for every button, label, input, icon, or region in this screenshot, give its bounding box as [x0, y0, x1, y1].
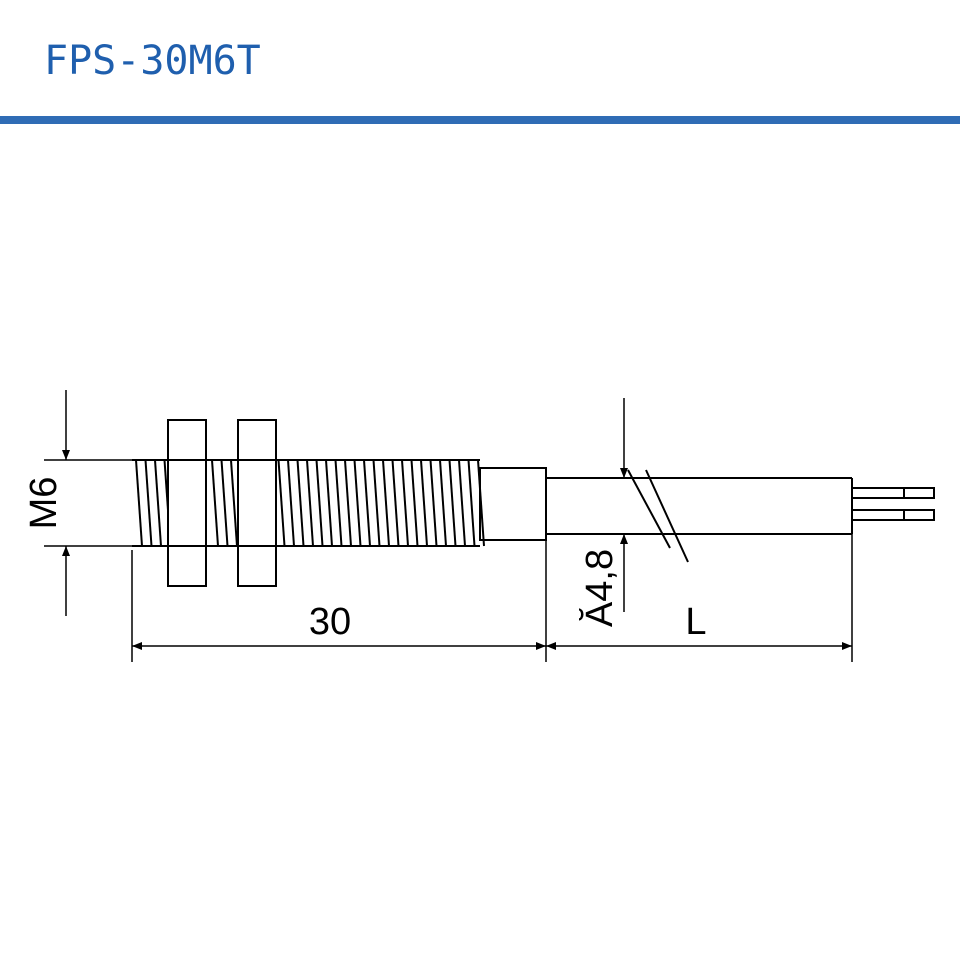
thread-line	[211, 459, 219, 547]
thread-line	[315, 459, 324, 547]
thread-line	[410, 459, 419, 547]
thread-line	[467, 459, 476, 547]
thread-line	[230, 459, 238, 547]
wire-top	[851, 487, 935, 499]
thread-line	[420, 459, 428, 547]
thread-line	[144, 459, 153, 547]
rear-sleeve	[479, 467, 547, 541]
thread-line	[287, 459, 295, 547]
cable-diameter-label: Ă4,8	[578, 549, 621, 627]
thread-line	[372, 459, 381, 547]
thread-line	[458, 459, 466, 547]
thread-line	[429, 459, 438, 547]
thread-line	[439, 459, 447, 547]
thread-line	[277, 459, 286, 547]
thread-line	[344, 459, 352, 547]
thread-line	[448, 459, 457, 547]
thread-line	[306, 459, 314, 547]
page-title: FPS-30M6T	[44, 38, 261, 84]
thread-line	[363, 459, 371, 547]
header-rule	[0, 116, 960, 124]
nut-left	[167, 419, 207, 587]
thread-line	[391, 459, 400, 547]
thread-line	[334, 459, 343, 547]
thread-line	[325, 459, 333, 547]
thread-line	[353, 459, 362, 547]
thread-label: M6	[23, 477, 65, 530]
thread-line	[220, 459, 229, 547]
nut-right	[237, 419, 277, 587]
thread-line	[401, 459, 409, 547]
wire-bottom	[851, 509, 935, 521]
thread-line	[382, 459, 390, 547]
cable	[546, 469, 935, 563]
body-length-label: 30	[309, 601, 351, 643]
thread-lines	[135, 459, 485, 547]
thread-line	[154, 459, 162, 547]
thread-line	[296, 459, 305, 547]
cable-length-label: L	[685, 601, 706, 643]
thread-line	[135, 459, 143, 547]
